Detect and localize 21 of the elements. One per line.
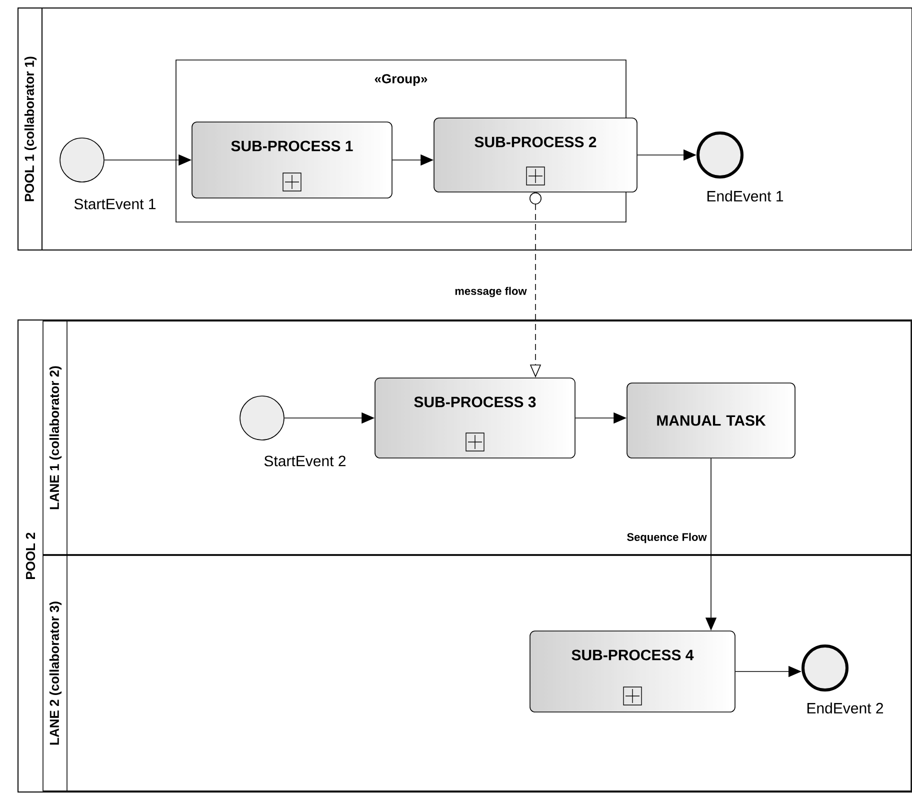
lane [42, 555, 912, 792]
lane [42, 320, 912, 555]
event-label: EndEvent 1 [707, 190, 784, 202]
group-label: «Group» [374, 74, 428, 86]
event-label: StartEvent 1 [74, 198, 156, 210]
pool [18, 8, 912, 250]
subprocess-box: SUB-PROCESS 4 [530, 630, 736, 712]
pool-label: POOL 1 (collaborator 1) [24, 56, 37, 202]
event-label: EndEvent 2 [807, 702, 884, 714]
pool [18, 320, 912, 792]
edge-label: message flow [454, 286, 528, 298]
subprocess-box: SUB-PROCESS 1 [192, 122, 392, 198]
edge-label: Sequence Flow [626, 532, 708, 544]
lane-label: LANE 2 (collaborator 3) [49, 602, 62, 745]
pool-label: POOL 2 [26, 532, 36, 579]
group-box [176, 60, 626, 222]
event-label: StartEvent 2 [264, 456, 346, 466]
lane-label: LANE 1 (collaborator 2) [49, 366, 62, 510]
task-box: MANUAL TASK [626, 382, 796, 458]
subprocess-box: SUB-PROCESS 3 [374, 378, 576, 458]
subprocess-box: SUB-PROCESS 2 [434, 118, 638, 192]
